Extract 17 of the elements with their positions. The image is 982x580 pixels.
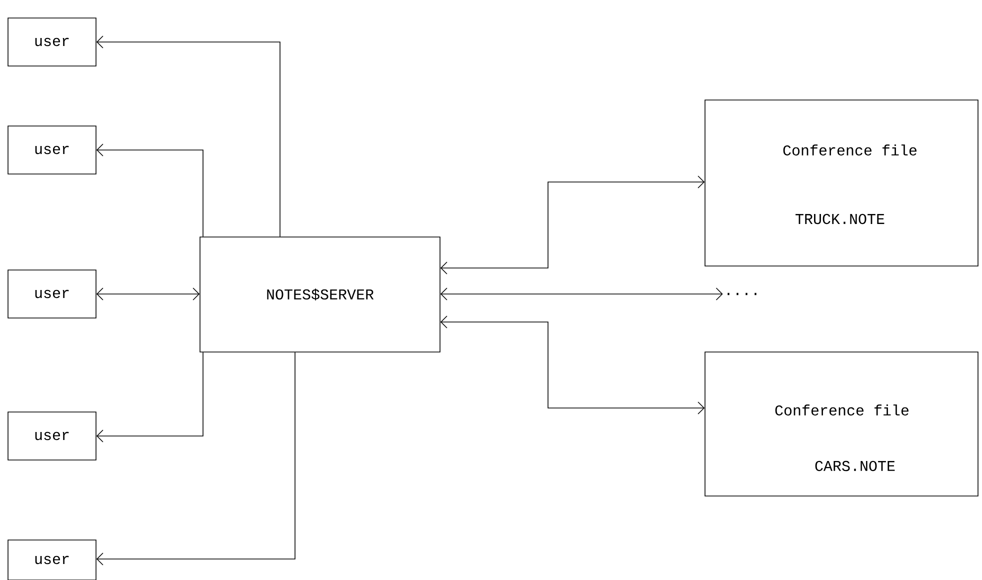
connector-arrow [96, 352, 204, 442]
connector-arrow [96, 36, 280, 237]
file-box: Conference file TRUCK.NOTE [704, 100, 978, 266]
server-box: NOTES$SERVER [200, 236, 440, 352]
connector-arrow [440, 316, 705, 414]
user-box: user [8, 412, 96, 460]
user-box: user [8, 18, 96, 66]
file-box: Conference file CARS.NOTE [704, 352, 978, 496]
connector-arrow [440, 288, 723, 300]
user-box: user [8, 270, 96, 318]
ellipsis-text: .... [728, 292, 756, 296]
connector-arrow [96, 352, 296, 566]
user-box: user [8, 126, 96, 174]
connector-arrow [96, 288, 200, 300]
connector-arrow [96, 144, 204, 237]
user-box: user [8, 540, 96, 580]
connector-arrow [440, 176, 705, 274]
